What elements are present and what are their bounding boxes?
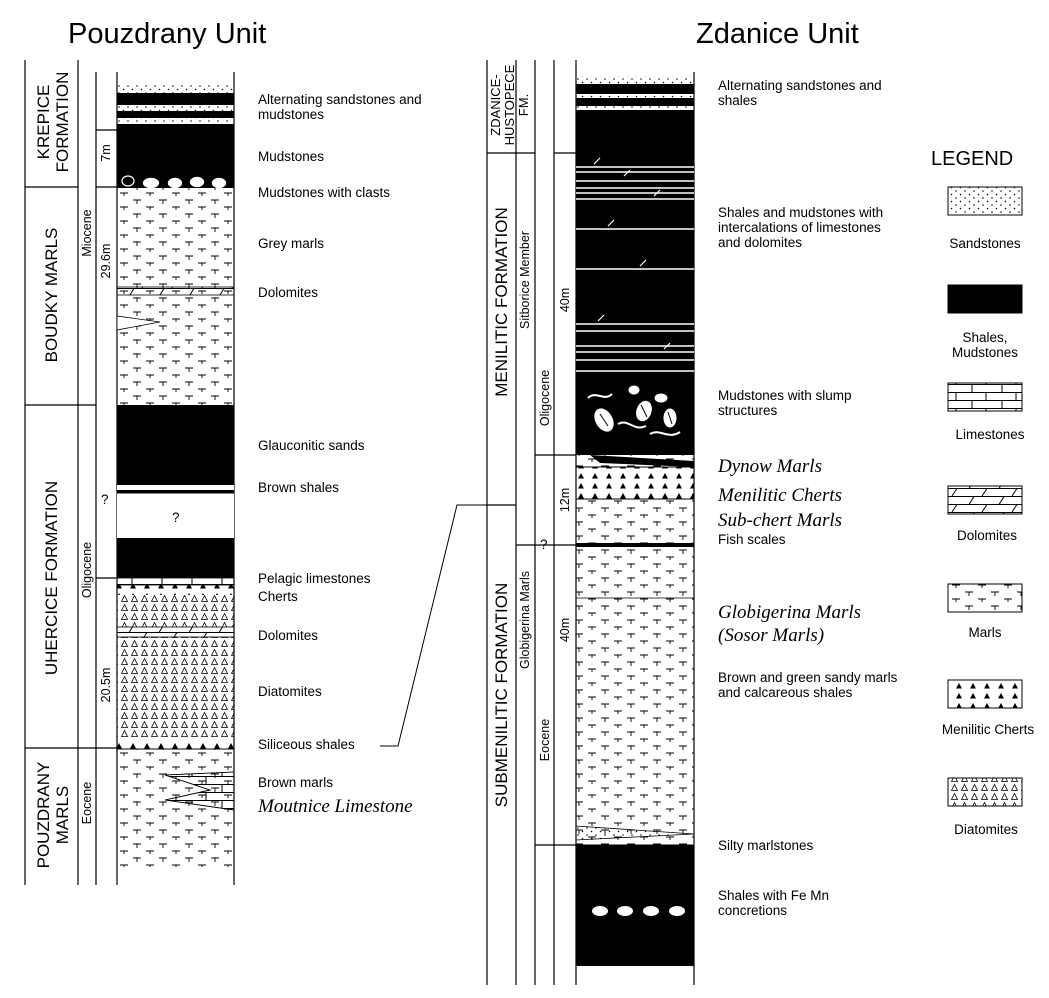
legend-swatch-menilitic-cherts [947,679,1023,709]
gap-question-mark: ? [172,510,180,525]
thickness-label-12m: 12m [558,487,572,513]
lith-label-sosor-marls: (Sosor Marls) [718,625,825,646]
right-lithology-column [575,76,695,966]
lith-label-grey-marls: Grey marls [258,236,325,251]
legend-label-dolomites: Dolomites [956,528,1018,543]
legend-label-marls: Marls [968,625,1002,640]
thickness-label-20-5m: 20.5m [99,667,113,703]
thickness-label-29-6m: 29.6m [99,243,113,279]
lith-label-shales-mudstones-intercalations: Shales and mudstones with intercalations… [718,205,884,250]
legend-label-menilitic-cherts: Menilitic Cherts [941,722,1035,737]
legend-swatch-marls [947,583,1023,613]
lith-label-sub-chert-marls: Sub-chert Marls [718,510,843,531]
lith-label-brown-green-sandy-marls: Brown and green sandy marls and calcareo… [718,670,898,700]
formation-label-uhercice: UHERCICE FORMATION [42,480,61,676]
correlation-line [380,504,487,747]
legend-swatch-shales [947,284,1023,314]
lith-label-mudstones-with-clasts: Mudstones with clasts [258,185,391,200]
formation-label-krepice: KREPICE FORMATION [34,71,72,173]
lith-label-dynow-marls: Dynow Marls [718,456,822,477]
thickness-label-unknown-right: ? [540,537,548,552]
lith-label-cherts: Cherts [258,589,298,604]
legend-swatch-sandstones [947,186,1023,216]
legend-label-shales-mudstones: Shales, Mudstones [951,330,1019,360]
lith-label-siliceous-shales: Siliceous shales [258,737,355,752]
lith-label-diatomites: Diatomites [258,684,322,699]
formation-label-submenilitic: SUBMENILITIC FORMATION [492,582,511,808]
formation-label-boudky: BOUDKY MARLS [42,227,61,363]
lith-label-mudstones-slump: Mudstones with slump structures [718,388,852,418]
right-unit-title: Zdanice Unit [696,18,859,50]
lith-label-fish-scales: Fish scales [718,532,786,547]
lith-label-dolomites-upper: Dolomites [258,285,319,300]
formation-label-zdanice-hustopece: ZDANICE- HUSTOPECE FM. [488,64,531,146]
lith-label-brown-shales: Brown shales [258,480,340,495]
formation-label-menilitic: MENILITIC FORMATION [492,207,511,397]
thickness-label-40m-lower: 40m [558,617,572,643]
epoch-label-eocene-right: Eocene [538,718,552,762]
lith-label-mudstones: Mudstones [258,149,325,164]
left-unit-title: Pouzdrany Unit [68,18,267,50]
thickness-label-7m: 7m [99,144,113,162]
lith-label-moutnice-limestone: Moutnice Limestone [258,796,413,817]
left-lithology-column [116,84,235,867]
member-label-globigerina: Globigerina Marls [518,571,532,669]
lith-label-alternating-sandstones-mudstones: Alternating sandstones and mudstones [258,92,422,122]
legend-swatch-dolomites [947,485,1023,515]
epoch-label-miocene: Miocene [80,209,94,257]
lith-label-alternating-sandstones-shales: Alternating sandstones and shales [718,78,882,108]
lith-label-silty-marlstones: Silty marlstones [718,838,814,853]
legend-title: LEGEND [931,148,1014,170]
legend-label-limestones: Limestones [955,427,1025,442]
lith-label-menilitic-cherts: Menilitic Cherts [718,485,843,506]
legend-swatches [947,186,1023,807]
lith-label-pelagic-limestones: Pelagic limestones [258,571,371,586]
formation-label-pouzdrany: POUZDRANY MARLS [34,761,72,869]
member-label-sitborice: Sitborice Member [518,231,532,329]
thickness-label-unknown: ? [101,492,109,507]
lith-label-shales-fe-mn: Shales with Fe Mn concretions [718,888,830,918]
epoch-label-oligocene-right: Oligocene [538,369,552,427]
thickness-label-40m-upper: 40m [558,287,572,313]
legend-swatch-diatomites [947,777,1023,807]
lith-label-glauconitic-sands: Glauconitic sands [258,438,365,453]
epoch-label-eocene: Eocene [80,781,94,825]
legend-swatch-limestones [947,382,1023,412]
legend-label-sandstones: Sandstones [949,236,1021,251]
epoch-label-oligocene: Oligocene [80,541,94,599]
lith-label-brown-marls: Brown marls [258,775,334,790]
lith-label-dolomites-lower: Dolomites [258,628,319,643]
lith-label-globigerina-marls: Globigerina Marls [718,602,862,623]
legend-label-diatomites: Diatomites [954,822,1018,837]
